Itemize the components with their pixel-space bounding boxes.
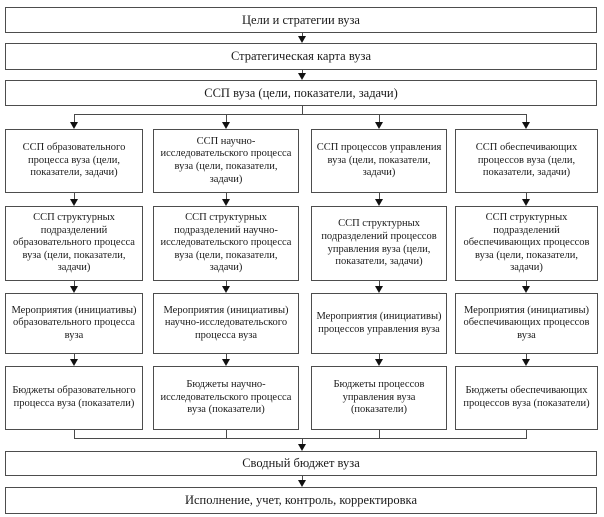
node-bsc-university: ССП вуза (цели, показатели, задачи)	[5, 80, 597, 106]
arrow-down-icon	[375, 354, 383, 366]
node-activities-edu: Мероприятия (инициативы) образовательног…	[5, 293, 143, 354]
node-budgets-mgmt: Бюджеты процессов управления вуза (показ…	[311, 366, 447, 430]
arrow-down-icon	[522, 281, 530, 293]
arrow-down-icon	[70, 114, 78, 129]
arrow-down-icon	[222, 114, 230, 129]
node-consolidated-budget: Сводный бюджет вуза	[5, 451, 597, 476]
arrow-down-icon	[70, 281, 78, 293]
node-budgets-edu: Бюджеты образовательного процесса вуза (…	[5, 366, 143, 430]
node-execution-control: Исполнение, учет, контроль, корректировк…	[5, 487, 597, 514]
arrow-down-icon	[70, 354, 78, 366]
connector-hline	[74, 438, 527, 439]
node-bsc-units-support: ССП структурных подразделений обеспечива…	[455, 206, 598, 281]
arrow-down-icon	[222, 281, 230, 293]
arrow-down-icon	[298, 476, 306, 487]
node-bsc-support-process: ССП обеспечивающих процессов вуза (цели,…	[455, 129, 598, 193]
arrow-down-icon	[375, 281, 383, 293]
node-activities-mgmt: Мероприятия (инициативы) процессов управ…	[311, 293, 447, 354]
arrow-down-icon	[222, 354, 230, 366]
connector-vline	[302, 106, 303, 114]
node-bsc-research-process: ССП научно-исследовательского процесса в…	[153, 129, 299, 193]
node-budgets-support: Бюджеты обеспечивающих процессов вуза (п…	[455, 366, 598, 430]
node-strategy-map: Стратегическая карта вуза	[5, 43, 597, 70]
arrow-down-icon	[298, 70, 306, 80]
node-bsc-mgmt-process: ССП процессов управления вуза (цели, пок…	[311, 129, 447, 193]
arrow-down-icon	[522, 354, 530, 366]
connector-vline	[379, 430, 380, 438]
arrow-down-icon	[522, 114, 530, 129]
node-activities-support: Мероприятия (инициативы) обеспечивающих …	[455, 293, 598, 354]
arrow-down-icon	[298, 33, 306, 43]
node-bsc-edu-process: ССП образовательного процесса вуза (цели…	[5, 129, 143, 193]
node-bsc-units-research: ССП структурных подразделений научно-исс…	[153, 206, 299, 281]
arrow-down-icon	[522, 193, 530, 206]
node-goals-strategies: Цели и стратегии вуза	[5, 7, 597, 33]
connector-vline	[74, 430, 75, 438]
node-bsc-units-mgmt: ССП структурных подразделений процессов …	[311, 206, 447, 281]
arrow-down-icon	[70, 193, 78, 206]
arrow-down-icon	[375, 193, 383, 206]
arrow-down-icon	[222, 193, 230, 206]
node-budgets-research: Бюджеты научно-исследовательского процес…	[153, 366, 299, 430]
arrow-down-icon	[298, 438, 306, 451]
connector-vline	[226, 430, 227, 438]
connector-vline	[526, 430, 527, 438]
node-bsc-units-edu: ССП структурных подразделений образовате…	[5, 206, 143, 281]
arrow-down-icon	[375, 114, 383, 129]
connector-hline	[74, 114, 527, 115]
node-activities-research: Мероприятия (инициативы) научно-исследов…	[153, 293, 299, 354]
